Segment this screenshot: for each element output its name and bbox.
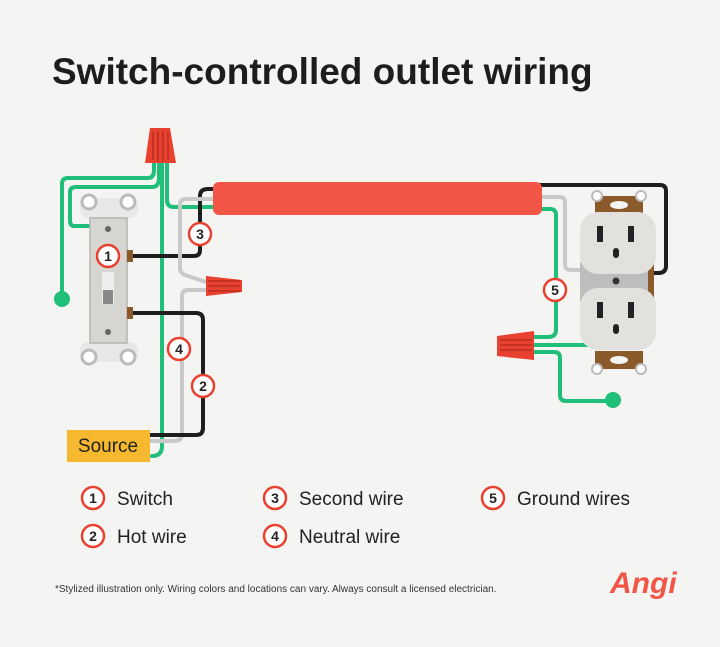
outlet-neutral-wire xyxy=(538,195,586,272)
svg-text:4: 4 xyxy=(175,341,183,357)
badge-second-wire: 3 xyxy=(187,221,213,247)
footnote: *Stylized illustration only. Wiring colo… xyxy=(55,584,497,595)
outlet-hot-wire xyxy=(538,183,668,275)
legend-item-ground-wires: 5 Ground wires xyxy=(480,485,630,511)
svg-text:1: 1 xyxy=(89,490,97,506)
badge-switch: 1 xyxy=(95,243,121,269)
hot-wire xyxy=(130,311,205,437)
badge-hot-wire: 2 xyxy=(190,373,216,399)
legend-item-second-wire: 3 Second wire xyxy=(262,485,404,511)
source-label: Source xyxy=(78,436,138,457)
svg-text:2: 2 xyxy=(199,378,207,394)
angi-logo: Angi xyxy=(609,567,677,600)
ground-wire-to-switch xyxy=(68,160,161,228)
page-title: Switch-controlled outlet wiring xyxy=(52,51,593,92)
legend: 1 Switch 2 Hot wire 3 Second wire 4 Neutral … xyxy=(80,485,630,549)
svg-text:3: 3 xyxy=(196,226,204,242)
ground-wire-to-source xyxy=(150,160,164,458)
svg-text:1: 1 xyxy=(104,248,112,264)
light-switch xyxy=(80,193,138,366)
outlet-ground-to-bare xyxy=(530,350,614,403)
svg-text:Switch: Switch xyxy=(117,489,173,510)
ground-wire-to-bare xyxy=(60,160,156,300)
wire-nut-icon xyxy=(145,128,176,163)
duplex-outlet xyxy=(580,190,656,375)
legend-item-neutral-wire: 4 Neutral wire xyxy=(262,523,400,549)
ground-terminal-dot xyxy=(54,291,70,307)
outlet-ground-wire xyxy=(530,207,558,339)
legend-item-switch: 1 Switch xyxy=(80,485,173,511)
badge-ground-wires: 5 xyxy=(542,277,568,303)
badge-neutral-wire: 4 xyxy=(166,336,192,362)
source-box xyxy=(67,430,150,462)
legend-item-hot-wire: 2 Hot wire xyxy=(80,523,187,549)
neutral-wire-cable xyxy=(178,197,218,284)
cable-sheath xyxy=(213,182,542,215)
wire-nut-icon xyxy=(497,331,534,360)
svg-text:5: 5 xyxy=(551,282,559,298)
svg-text:5: 5 xyxy=(489,490,497,506)
wire-nut-icon xyxy=(206,276,242,296)
svg-text:4: 4 xyxy=(271,528,279,544)
ground-wire-to-cable xyxy=(165,160,218,209)
svg-text:Hot wire: Hot wire xyxy=(117,527,187,548)
svg-text:Neutral wire: Neutral wire xyxy=(299,527,400,548)
svg-text:2: 2 xyxy=(89,528,97,544)
svg-text:Ground wires: Ground wires xyxy=(517,489,630,510)
neutral-wire-source xyxy=(148,288,208,443)
svg-text:3: 3 xyxy=(271,490,279,506)
ground-terminal-dot xyxy=(605,392,621,408)
svg-text:Second wire: Second wire xyxy=(299,489,404,510)
